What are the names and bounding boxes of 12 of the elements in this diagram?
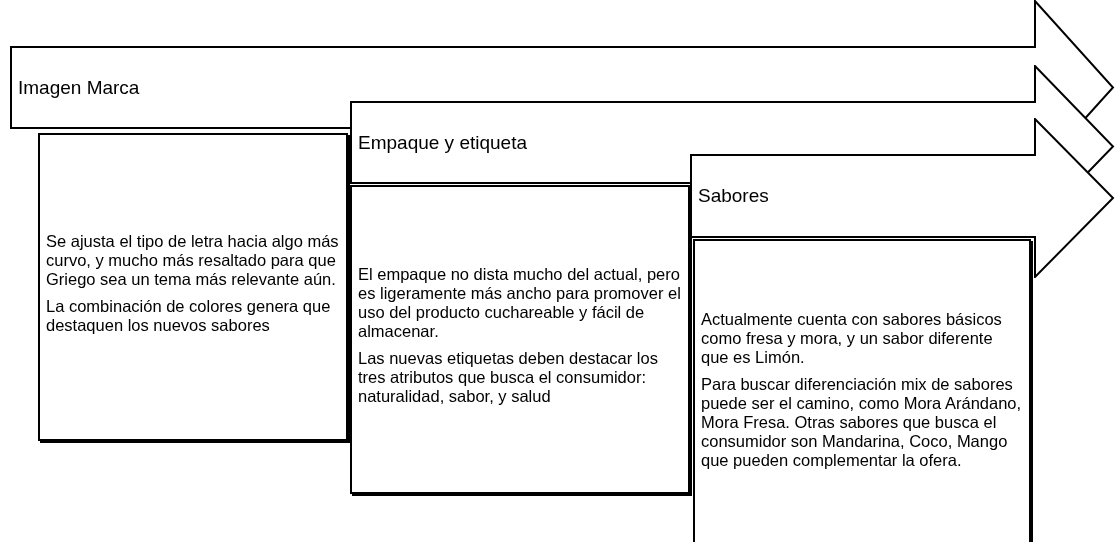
- text-box: [350, 185, 690, 494]
- body-text: El empaque no dista mucho del actual, pero es ligeramente más ancho para promover el uso del producto cuchareable y fácil de almacenar.: [358, 265, 682, 341]
- body-text: Las nuevas etiquetas deben destacar los tres atributos que busca el consumidor: naturalidad, sabor, y salud: [358, 349, 659, 406]
- body-text: Actualmente cuenta con sabores básicos como fresa y mora, y un sabor diferente que es Limón.: [701, 310, 1003, 367]
- body-text: Para buscar diferenciación mix de sabores puede ser el camino, como Mora Arándano, Mora Fresa. Otras sabores que busca el consumidor son Mandarina, Coco, Mango que pueden complementar la ofera.: [701, 375, 1023, 470]
- text-box: [38, 133, 348, 441]
- band-heading: Sabores: [698, 185, 769, 207]
- body-text: Se ajusta el tipo de letra hacia algo más curvo, y mucho más resaltado para que Griego sea un tema más relevante aún.: [46, 231, 340, 289]
- band-heading: Imagen Marca: [18, 76, 140, 99]
- band-heading: Empaque y etiqueta: [358, 131, 527, 154]
- body-text: La combinación de colores genera que destaquen los nuevos sabores: [46, 296, 332, 335]
- text-box: [693, 239, 1031, 542]
